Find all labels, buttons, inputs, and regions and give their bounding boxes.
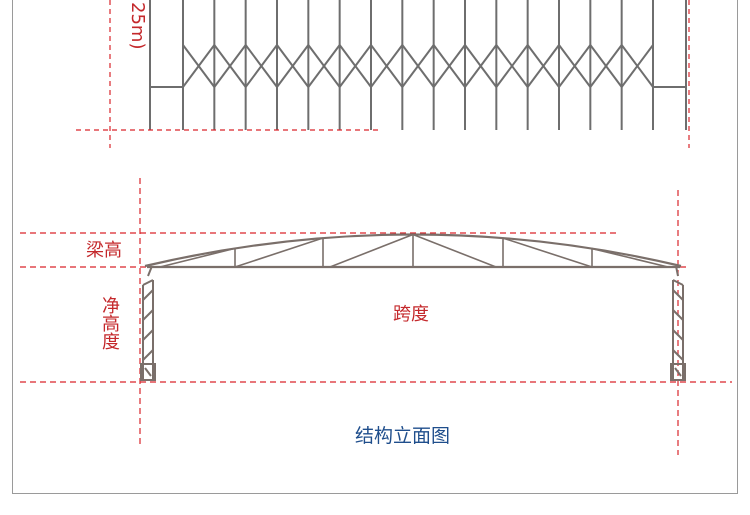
gate-elevation — [149, 0, 687, 130]
drawing-frame — [12, 0, 738, 494]
clear-height-label: 净高度 — [99, 296, 120, 350]
diagram-caption: 结构立面图 — [355, 425, 451, 447]
gate-cross-bar — [526, 44, 560, 88]
truss-diagonal — [502, 237, 593, 268]
gate-cross-bar — [432, 44, 466, 88]
truss-diagonal — [159, 247, 236, 268]
elevation-dimension-lines — [20, 178, 732, 455]
gate-cross-bar — [307, 44, 341, 88]
gate-cross-bar — [464, 44, 498, 88]
gate-cross-bar — [589, 44, 623, 88]
arched-truss — [144, 233, 682, 269]
gate-cross-bar — [558, 44, 592, 88]
gate-cross-bar — [338, 44, 372, 88]
truss-webs — [159, 233, 669, 268]
gate-cross-bar — [495, 44, 529, 88]
gate-cross-bar — [213, 44, 247, 88]
gate-cross-bar — [401, 44, 435, 88]
gate-cross-bar — [620, 44, 654, 88]
top-dimension-lines — [76, 0, 690, 148]
gate-cross-bar — [276, 44, 310, 88]
span-label: 跨度 — [393, 304, 429, 325]
right-column-base — [670, 363, 686, 381]
truss-diagonal — [412, 233, 497, 268]
gate-cross-bar — [370, 44, 404, 88]
gate-cross-bar — [182, 44, 216, 88]
gate-pantograph — [182, 0, 654, 130]
beam-height-label: 梁高 — [86, 240, 122, 261]
gate-cross-bar — [244, 44, 278, 88]
left-column — [140, 265, 156, 381]
gate-height-label: 25m) — [127, 2, 148, 50]
truss-diagonal — [591, 247, 669, 268]
truss-diagonal — [234, 237, 324, 268]
truss-diagonal — [329, 233, 414, 268]
left-column-base — [140, 363, 156, 381]
